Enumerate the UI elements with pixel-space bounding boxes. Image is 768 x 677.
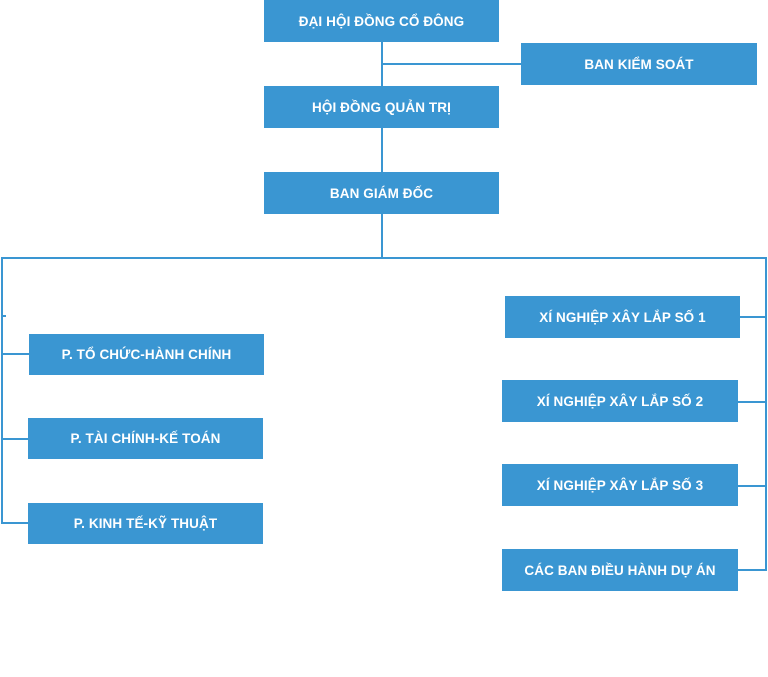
box-construction-unit-1: XÍ NGHIỆP XÂY LẮP SỐ 1 (505, 296, 740, 338)
box-shareholders-meeting: ĐẠI HỘI ĐỒNG CỔ ĐÔNG (264, 0, 499, 42)
box-construction-unit-3: XÍ NGHIỆP XÂY LẮP SỐ 3 (502, 464, 738, 506)
box-dept-admin: P. TỔ CHỨC-HÀNH CHÍNH (29, 334, 264, 375)
box-dept-economics-technical: P. KINH TẾ-KỸ THUẬT (28, 503, 263, 544)
box-dept-finance: P. TÀI CHÍNH-KẾ TOÁN (28, 418, 263, 459)
box-board-of-directors: HỘI ĐỒNG QUẢN TRỊ (264, 86, 499, 128)
box-construction-unit-2: XÍ NGHIỆP XÂY LẮP SỐ 2 (502, 380, 738, 422)
box-supervisory-board: BAN KIỂM SOÁT (521, 43, 757, 85)
box-management: BAN GIÁM ĐỐC (264, 172, 499, 214)
box-project-management-boards: CÁC BAN ĐIỀU HÀNH DỰ ÁN (502, 549, 738, 591)
